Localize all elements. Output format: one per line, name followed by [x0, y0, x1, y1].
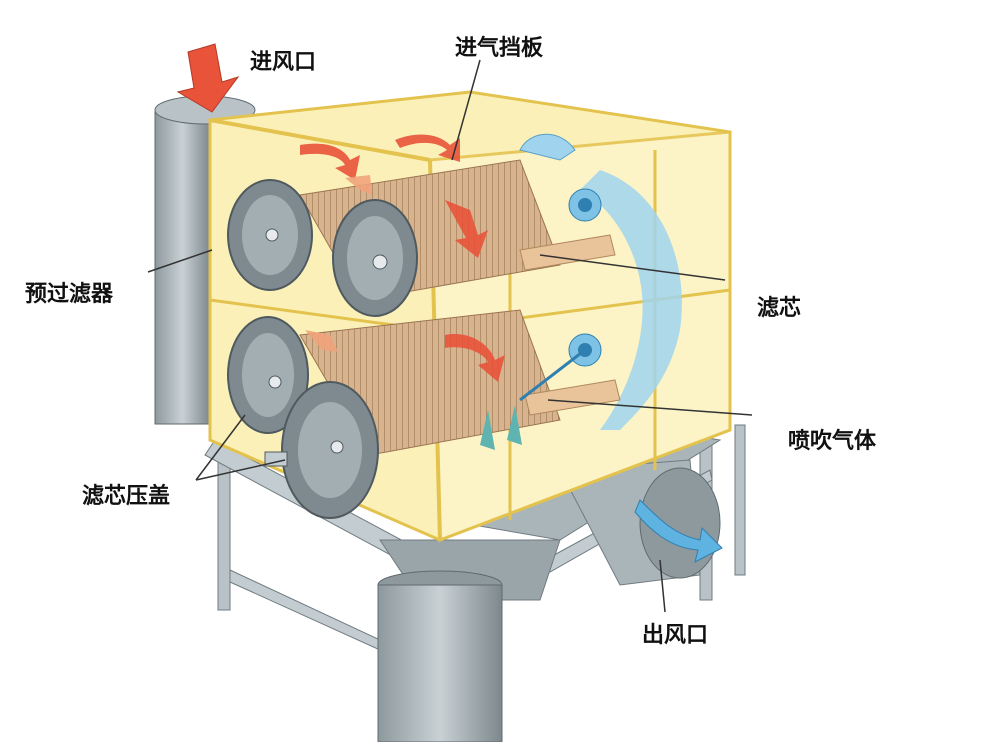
label-filter-cartridge: 滤芯	[757, 296, 802, 321]
cartridge-caps	[227, 179, 418, 519]
pulse-valves	[480, 188, 602, 450]
inlet-cylinder	[154, 43, 256, 425]
label-pulse-gas: 喷吹气体	[788, 429, 877, 454]
airflow-arrows	[300, 134, 505, 382]
label-inlet: 进风口	[250, 50, 317, 75]
filter-cartridges	[299, 159, 621, 456]
clean-air-chamber	[580, 170, 682, 430]
label-cartridge-cap: 滤芯压盖	[82, 484, 171, 509]
label-prefilter: 预过滤器	[25, 282, 114, 307]
outlet-arrow-icon	[634, 499, 723, 563]
label-outlet: 出风口	[642, 623, 709, 648]
inlet-arrow-icon	[176, 43, 240, 113]
outlet-duct	[559, 459, 723, 586]
leader-lines	[147, 59, 753, 613]
label-inlet-baffle: 进气挡板	[455, 36, 544, 61]
